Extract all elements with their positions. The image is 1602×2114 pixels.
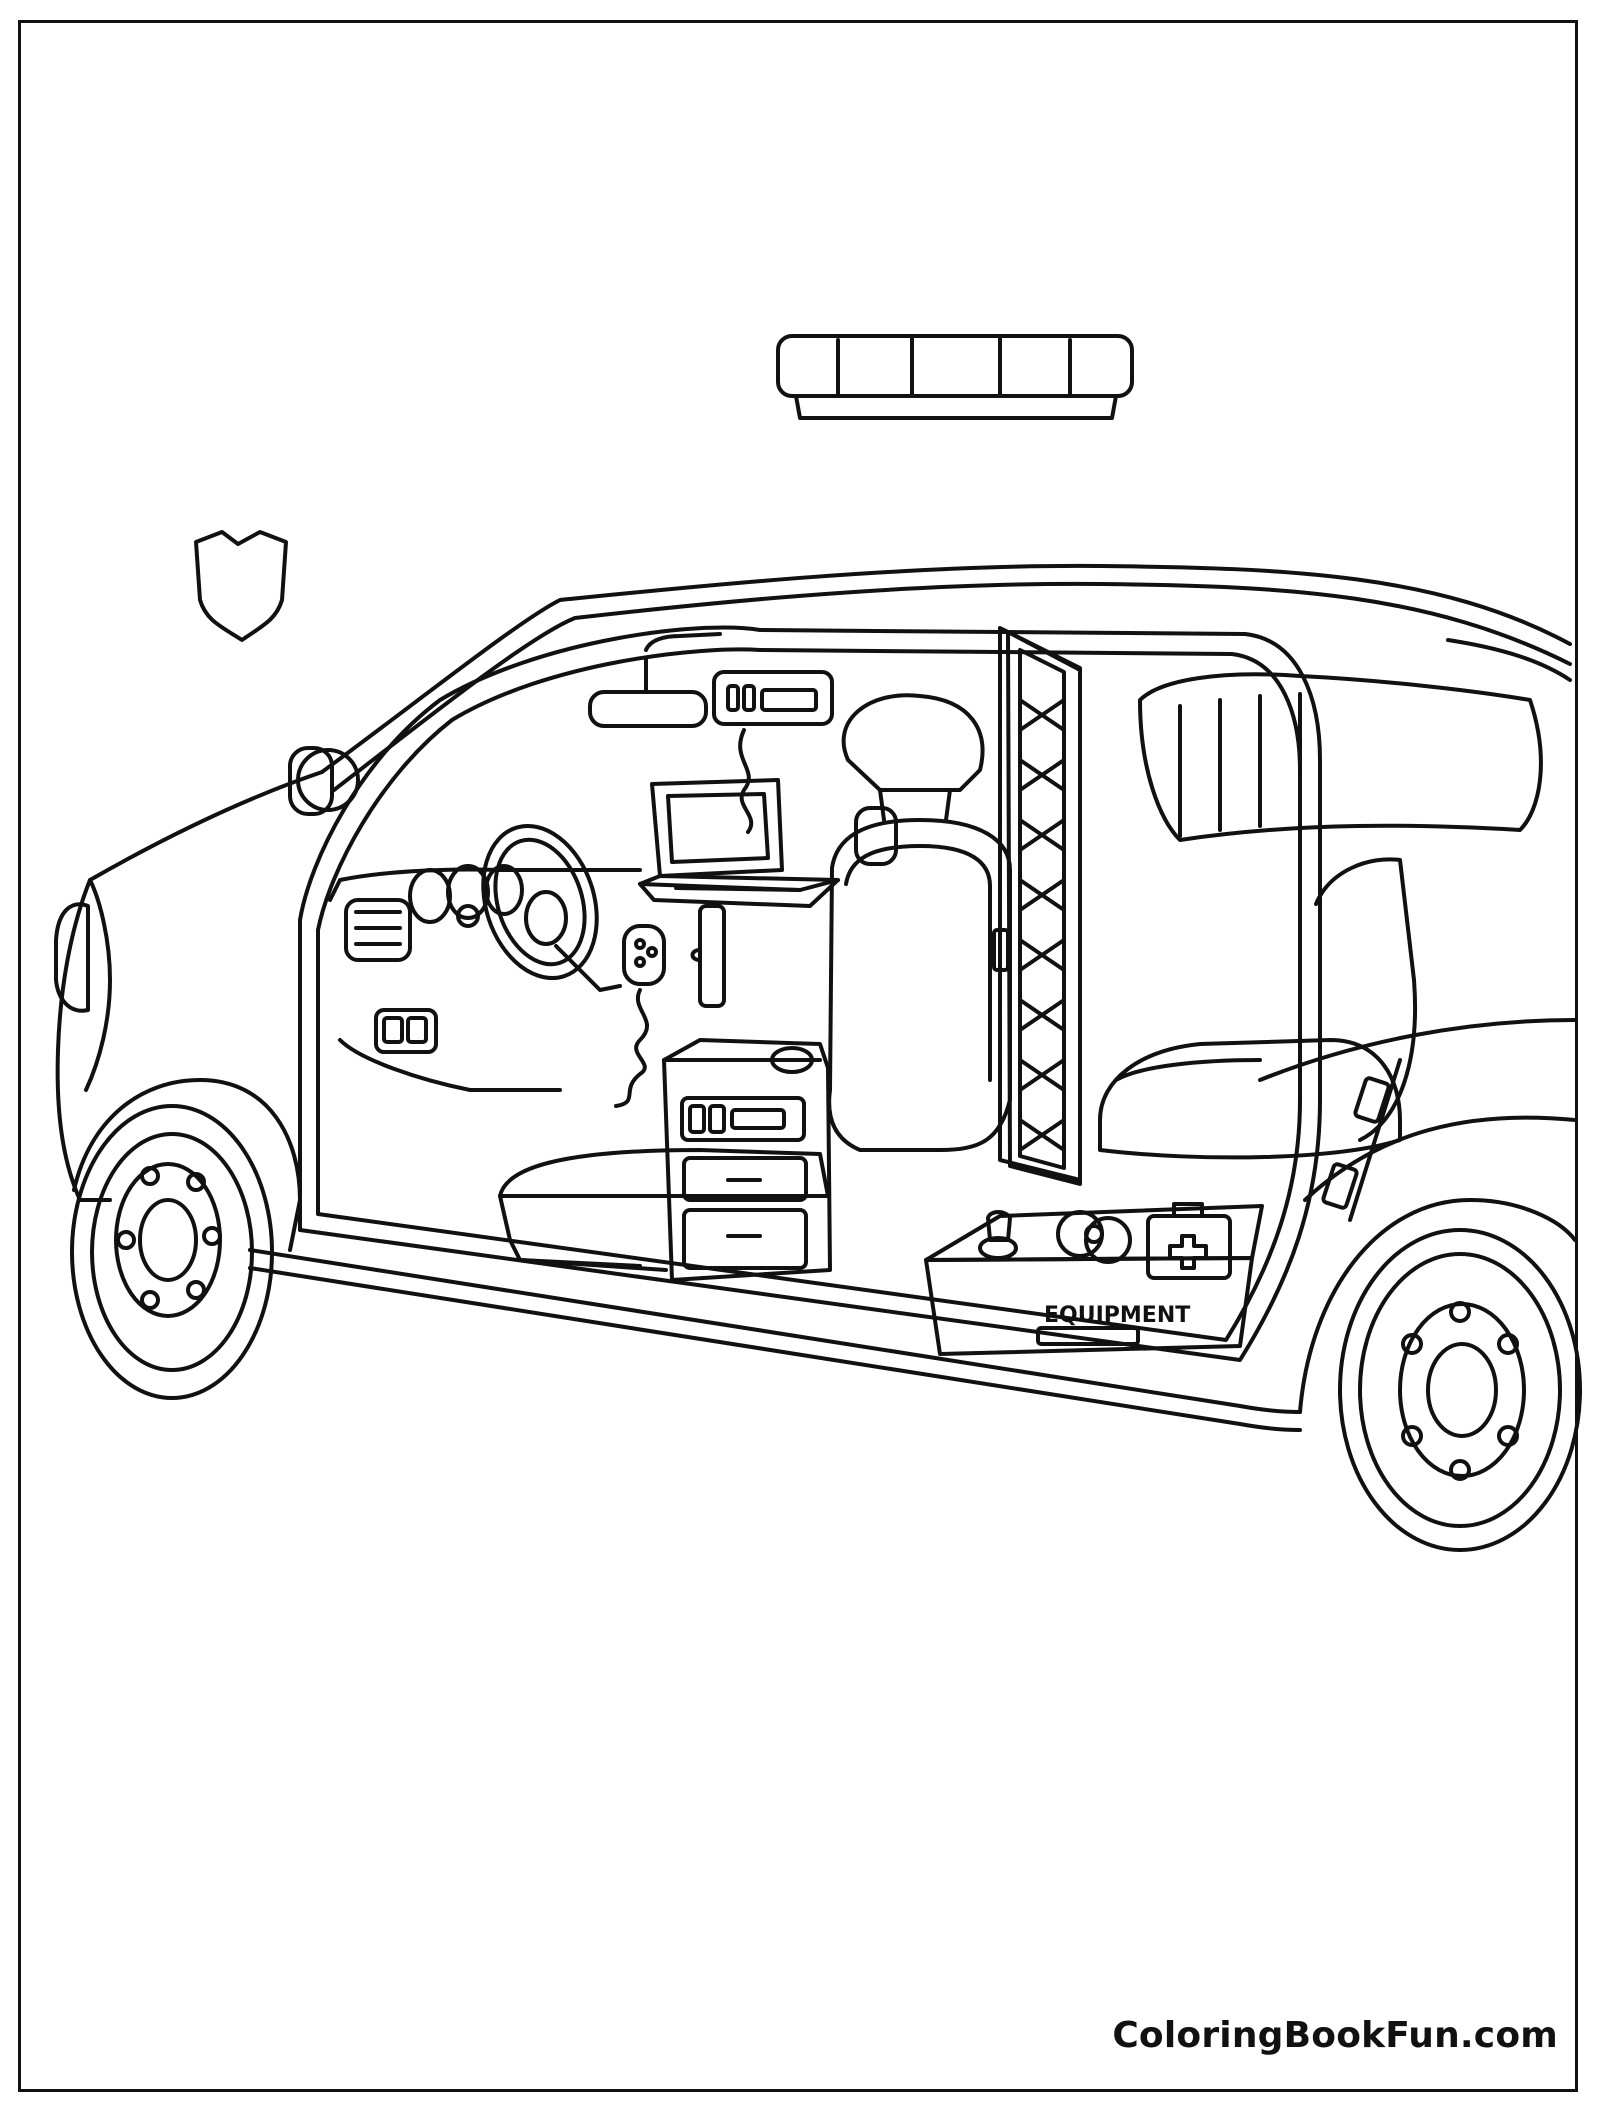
rearview-mirror [588,632,722,728]
police-badge-icon [194,530,288,642]
passenger-headrest [854,806,898,866]
security-partition [992,626,1082,1182]
dashboard [328,864,642,1092]
car-body [54,563,1577,1432]
rear-bench-seat [1098,857,1417,1222]
center-console [662,1038,832,1282]
equipment-box [924,1204,1264,1356]
laptop-mount [638,778,840,1008]
site-watermark: ColoringBookFun.com [1112,2015,1558,2056]
first-aid-kit [1146,1202,1232,1280]
equipment-box-label: EQUIPMENT [1044,1303,1190,1328]
page-border [18,20,1578,2092]
flashlight-icon [978,1210,1018,1260]
first-aid-cross-icon [1168,1234,1208,1270]
front-wheel [70,1104,274,1400]
side-beacon-light [288,746,360,816]
handcuffs-icon [1056,1210,1132,1264]
overhead-radio [712,670,834,834]
driver-seat [498,693,1012,1272]
steering-wheel [456,823,622,992]
radio-microphone [614,924,666,1108]
roof-light-bar [776,334,1134,420]
rear-wheel [1338,1228,1582,1552]
